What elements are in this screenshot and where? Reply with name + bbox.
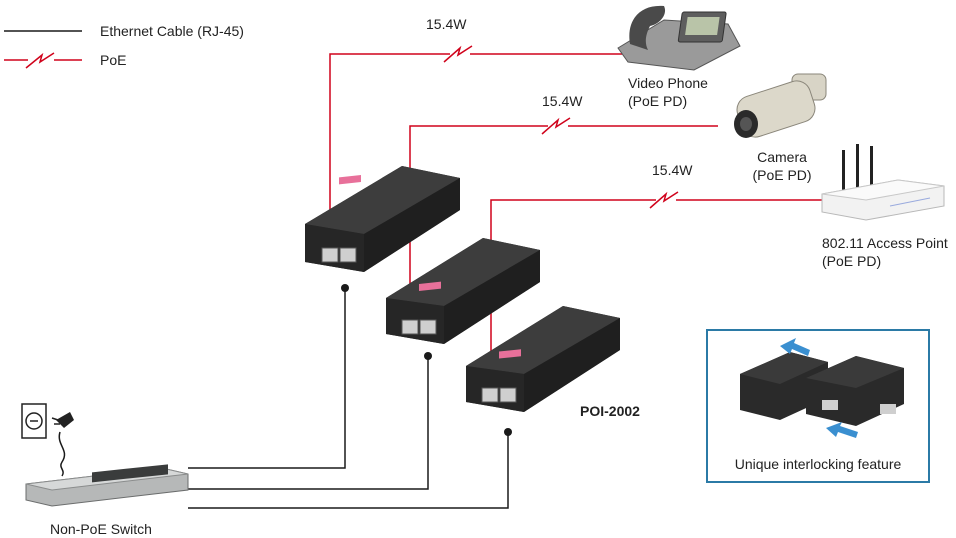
power-outlet-icon (21, 403, 74, 439)
ap-role: (PoE PD) (822, 253, 882, 269)
ap-label: 802.11 Access Point (PoE PD) (822, 234, 948, 270)
poe-injector-1 (305, 166, 460, 272)
power-label-phone: 15.4W (426, 16, 467, 32)
power-label-camera: 15.4W (542, 93, 583, 109)
camera-icon (734, 73, 827, 138)
phone-label: Video Phone (PoE PD) (628, 74, 708, 110)
camera-role: (PoE PD) (752, 167, 812, 183)
interlocking-illustration (740, 338, 904, 438)
inset-caption: Unique interlocking feature (734, 456, 902, 472)
camera-name: Camera (757, 149, 807, 165)
legend-poe-line (4, 52, 82, 69)
interlocking-inset (706, 329, 930, 483)
legend-poe-label: PoE (100, 52, 127, 68)
cable-dot (504, 428, 512, 436)
access-point-icon (821, 144, 945, 221)
injector-model-label: POI-2002 (580, 403, 640, 419)
ap-name: 802.11 Access Point (822, 235, 948, 251)
phone-role: (PoE PD) (628, 93, 688, 109)
poe-injector-3 (466, 306, 620, 412)
phone-name: Video Phone (628, 75, 708, 91)
cable-dot (341, 284, 349, 292)
ethernet-cables (58, 288, 509, 509)
camera-label: Camera (PoE PD) (750, 148, 814, 184)
poe-lines (329, 45, 822, 384)
power-label-ap: 15.4W (652, 162, 693, 178)
legend-ethernet-label: Ethernet Cable (RJ-45) (100, 23, 244, 39)
switch-icon (25, 464, 189, 507)
cable-dot (424, 352, 432, 360)
poe-injector-2 (386, 238, 540, 344)
video-phone-icon (617, 5, 741, 71)
switch-label: Non-PoE Switch (50, 521, 152, 537)
